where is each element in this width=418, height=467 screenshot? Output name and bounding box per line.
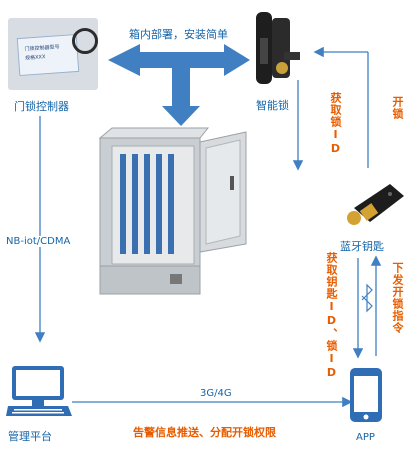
cabinet-image — [98, 127, 247, 295]
app-label: APP — [356, 432, 375, 443]
send-unlock-cmd-label: 下发开锁指令 — [391, 262, 404, 334]
get-lock-id-label: 获取锁ID — [329, 92, 342, 156]
door-controller-image: 门锁控制器型号 规格XXX — [8, 18, 98, 90]
link-3g4g-label: 3G/4G — [200, 388, 232, 399]
smart-lock-image — [256, 12, 300, 84]
bluetooth-key-image — [347, 184, 404, 225]
door-controller-label: 门锁控制器 — [14, 100, 69, 113]
unlock-label: 开锁 — [391, 96, 404, 120]
phone-icon — [350, 368, 382, 422]
network-label: NB-iot/CDMA — [6, 236, 71, 247]
alarm-text-label: 告警信息推送、分配开锁权限 — [133, 426, 276, 439]
bluetooth-key-label: 蓝牙钥匙 — [340, 240, 384, 253]
controller-cable — [72, 28, 98, 54]
mgmt-platform-label: 管理平台 — [8, 430, 52, 443]
smart-lock-label: 智能锁 — [256, 99, 289, 112]
top-banner-label: 箱内部署，安装简单 — [129, 28, 228, 41]
get-key-id-label: 获取钥匙ID、锁ID — [325, 252, 338, 380]
computer-icon — [6, 366, 72, 416]
